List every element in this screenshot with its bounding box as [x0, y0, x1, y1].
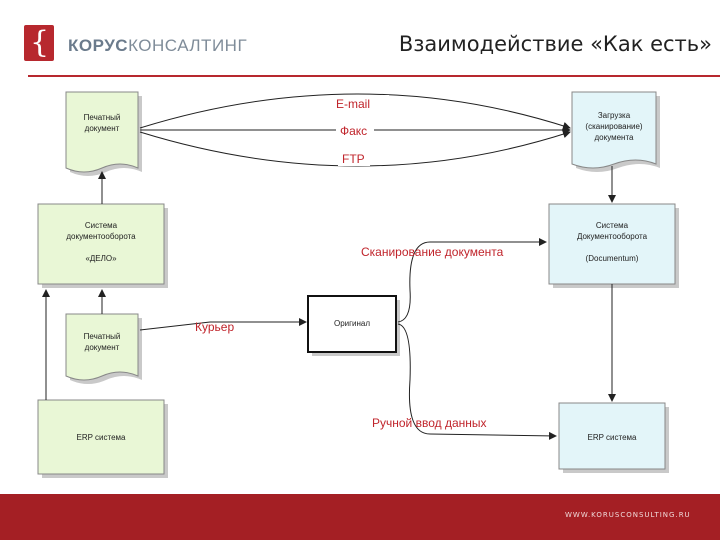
scan-document-label: Сканирование документа [361, 245, 504, 259]
footer-url-text: WWW.KORUSCONSULTING.RU [565, 511, 691, 519]
courier-label: Курьер [195, 320, 234, 334]
paper-document-bottom-node [65, 313, 139, 381]
original-node [307, 295, 397, 353]
header-divider [28, 75, 720, 77]
erp-left-node [37, 399, 165, 475]
scan-upload-label: Загрузка(сканирование)документа [585, 111, 643, 142]
fax-label: Факс [340, 124, 367, 138]
erp-right-label: ERP система [588, 433, 638, 442]
email-label: E-mail [336, 97, 370, 111]
company-logo-mark: { [24, 25, 54, 61]
slide-title: Взаимодействие «Как есть» [398, 32, 712, 56]
erp-left-label: ERP система [77, 433, 127, 442]
logo-light-text: КОНСАЛТИНГ [128, 36, 248, 55]
logo-brace-icon: { [30, 25, 50, 60]
footer-bar: WWW.KORUSCONSULTING.RU [0, 494, 720, 540]
erp-right-node [558, 402, 666, 470]
manual-input-label: Ручной ввод данных [372, 416, 487, 430]
scan-branch-connector [397, 238, 547, 323]
documentum-system-node [548, 203, 676, 285]
manual-branch-connector [397, 323, 557, 440]
courier-connector [139, 318, 307, 331]
ftp-label: FTP [342, 152, 365, 166]
delo-system-node [37, 203, 165, 285]
original-label: Оригинал [334, 319, 370, 328]
logo-bold-text: КОРУС [68, 36, 129, 55]
scan-upload-node [571, 91, 657, 169]
paper-document-top-node [65, 91, 139, 173]
email-connector [139, 93, 571, 130]
company-logo-text: КОРУСКОНСАЛТИНГ [68, 36, 247, 56]
